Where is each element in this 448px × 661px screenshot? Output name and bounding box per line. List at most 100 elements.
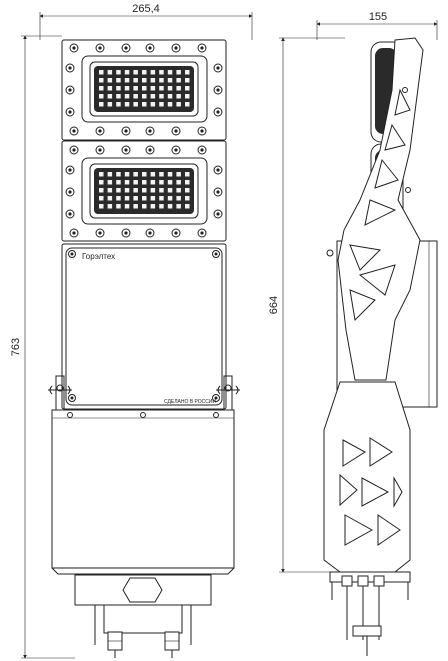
led-array-bottom [99, 172, 190, 209]
led-chip [107, 204, 113, 209]
led-chip [116, 102, 121, 107]
led-chip [107, 188, 113, 193]
dim-side-height-label: 664 [268, 296, 280, 314]
led-chip [124, 196, 130, 201]
led-chip [107, 172, 113, 177]
led-chip [167, 180, 173, 185]
led-chip [159, 94, 164, 99]
led-chip [159, 204, 164, 209]
led-chip [167, 94, 173, 99]
led-chip [99, 172, 104, 177]
led-chip [176, 172, 181, 177]
led-chip [167, 86, 173, 91]
led-chip [176, 102, 181, 107]
led-chip [99, 78, 104, 83]
led-chip [142, 86, 147, 91]
led-chip [133, 196, 138, 201]
led-chip [124, 94, 130, 99]
led-chip [185, 196, 190, 201]
led-chip [167, 188, 173, 193]
led-chip [167, 204, 173, 209]
led-chip [150, 180, 156, 185]
led-chip [133, 180, 138, 185]
led-chip [142, 78, 147, 83]
led-chip [133, 94, 138, 99]
led-chip [99, 102, 104, 107]
led-chip [142, 172, 147, 177]
led-chip [99, 94, 104, 99]
led-chip [142, 188, 147, 193]
led-chip [142, 180, 147, 185]
pipe-clamp [74, 574, 212, 658]
led-chip [124, 172, 130, 177]
led-chip [167, 70, 173, 75]
led-chip [159, 102, 164, 107]
led-chip [185, 204, 190, 209]
led-chip [124, 180, 130, 185]
led-chip [107, 70, 113, 75]
led-chip [133, 188, 138, 193]
led-chip [150, 196, 156, 201]
led-chip [116, 172, 121, 177]
led-chip [142, 94, 147, 99]
led-chip [142, 196, 147, 201]
led-chip [133, 78, 138, 83]
led-chip [116, 78, 121, 83]
led-chip [185, 188, 190, 193]
led-chip [159, 196, 164, 201]
dim-side-width-label: 155 [369, 11, 387, 23]
led-chip [176, 78, 181, 83]
led-chip [176, 86, 181, 91]
dim-front-width-label: 265,4 [132, 3, 160, 15]
dim-side-width: 155 [316, 11, 438, 40]
led-chip [99, 196, 104, 201]
led-chip [124, 78, 130, 83]
led-chip [99, 86, 104, 91]
led-chip [159, 172, 164, 177]
led-chip [107, 94, 113, 99]
led-chip [150, 86, 156, 91]
led-chip [176, 196, 181, 201]
led-chip [185, 78, 190, 83]
led-chip [133, 204, 138, 209]
led-chip [116, 70, 121, 75]
led-chip [124, 204, 130, 209]
led-chip [167, 172, 173, 177]
led-chip [150, 102, 156, 107]
dim-side-height: 664 [268, 37, 345, 573]
led-chip [116, 188, 121, 193]
dim-total-height: 763 [10, 35, 75, 659]
led-chip [185, 172, 190, 177]
dim-front-width: 265,4 [39, 3, 253, 40]
led-chip [185, 180, 190, 185]
led-chip [167, 78, 173, 83]
led-chip [176, 204, 181, 209]
led-chip [116, 86, 121, 91]
led-chip [150, 70, 156, 75]
led-chip [150, 78, 156, 83]
side-clamp [329, 571, 411, 656]
made-in-label: СДЕЛАНО В РОССИИ [164, 399, 216, 405]
led-chip [107, 86, 113, 91]
led-chip [150, 188, 156, 193]
led-chip [133, 172, 138, 177]
led-chip [142, 102, 147, 107]
brand-label: Горэлтех [82, 252, 115, 261]
led-chip [99, 180, 104, 185]
led-chip [142, 204, 147, 209]
led-chip [176, 188, 181, 193]
led-chip [159, 70, 164, 75]
led-chip [133, 86, 138, 91]
led-chip [167, 102, 173, 107]
module-screws [65, 43, 223, 238]
led-chip [176, 180, 181, 185]
led-chip [107, 196, 113, 201]
side-arm [337, 37, 424, 381]
led-chip [99, 204, 104, 209]
side-bracket [323, 381, 411, 573]
led-chip [142, 70, 147, 75]
led-array-top [99, 70, 190, 107]
led-chip [107, 78, 113, 83]
led-chip [185, 86, 190, 91]
led-chip [116, 94, 121, 99]
